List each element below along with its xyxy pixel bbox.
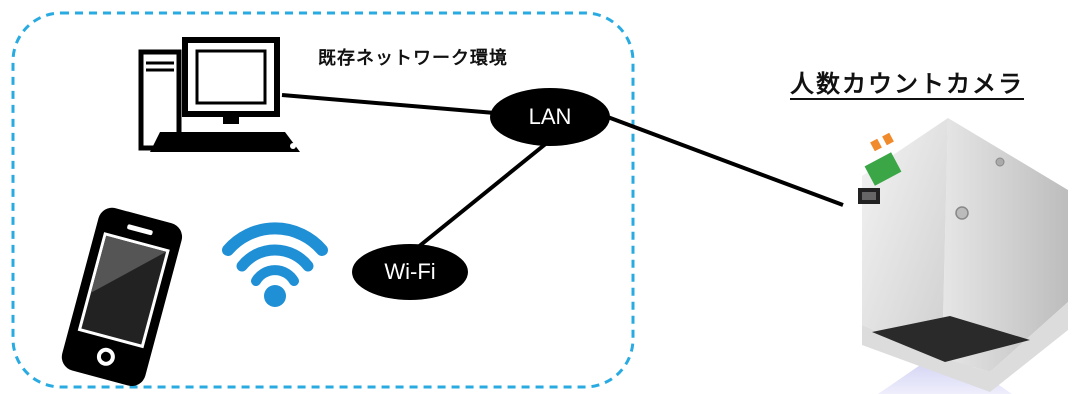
camera-title: 人数カウントカメラ <box>790 70 1024 98</box>
lan-camera-line <box>604 114 844 207</box>
pc-lan-line <box>281 93 496 115</box>
connection-lines <box>281 93 844 254</box>
lan-node: LAN <box>490 88 610 146</box>
wifi-node: Wi-Fi <box>352 244 468 300</box>
smartphone-icon <box>61 207 183 387</box>
desktop-computer-icon <box>138 37 300 152</box>
lan-wifi-line <box>410 140 550 254</box>
wifi-icon <box>222 222 328 307</box>
network-area-label: 既存ネットワーク環境 <box>318 48 508 69</box>
people-counting-camera <box>858 118 1068 394</box>
